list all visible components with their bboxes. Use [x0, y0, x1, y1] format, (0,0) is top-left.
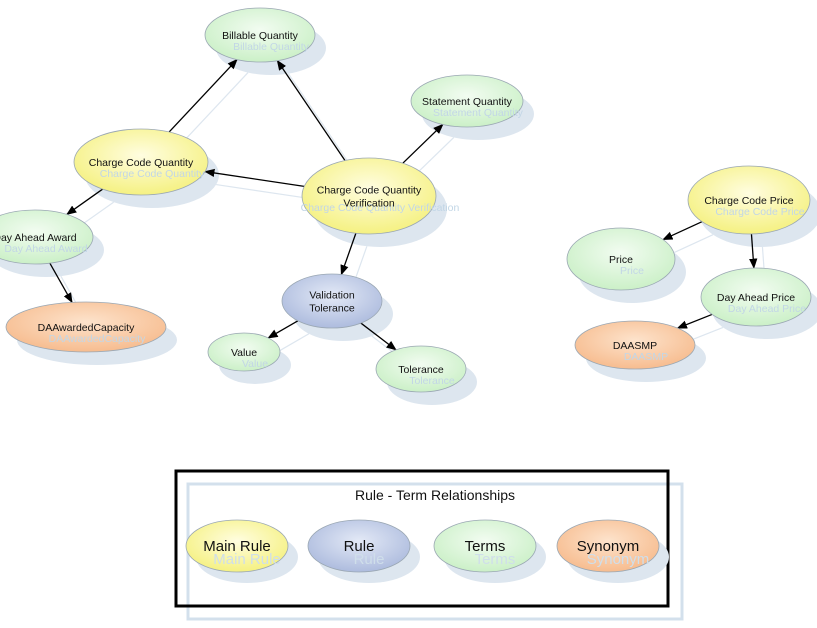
legend-ghost-label: Synonym	[587, 551, 650, 568]
node-label-da_awarded_capacity: DAAwardedCapacity	[38, 322, 135, 334]
edge-charge_code_price-to-price	[662, 221, 703, 241]
edge-shadow-charge_code_price-price	[673, 234, 714, 254]
edge-charge_code_price-to-day_ahead_price	[749, 233, 758, 270]
node-label-price: Price	[609, 254, 633, 266]
node-label-value: Value	[231, 347, 257, 359]
edge-cc_quantity_verification-to-billable_quantity	[276, 59, 346, 161]
edge-day_ahead_award-to-da_awarded_capacity	[49, 262, 73, 304]
node-ghost-label-tolerance: Tolerance	[409, 375, 455, 387]
edge-cc_quantity_verification-to-charge_code_quantity	[204, 168, 305, 187]
node-ellipse-price	[566, 227, 676, 291]
legend: Rule - Term Relationships Main RuleMain …	[174, 469, 684, 621]
node-ghost-label-value: Value	[242, 358, 268, 370]
legend-ghost-label: Rule	[354, 551, 385, 568]
node-label-daasmp: DAASMP	[613, 340, 657, 352]
node-ghost-label-price: Price	[620, 265, 644, 277]
node-label-statement_quantity: Statement Quantity	[422, 96, 513, 108]
node-ghost-label-statement_quantity: Statement Quantity	[433, 107, 524, 119]
legend-label-rule: Rule	[344, 538, 375, 555]
edge-shadow-validation_tolerance-value	[278, 333, 310, 352]
node-ghost-label-day_ahead_price: Day Ahead Price	[728, 303, 806, 315]
edge-cc_quantity_verification-to-statement_quantity	[402, 123, 444, 164]
edge-day_ahead_price-to-daasmp	[676, 313, 713, 329]
node-ellipse-value	[207, 332, 281, 372]
node-label-validation_tolerance-2: Tolerance	[309, 303, 355, 315]
edge-validation_tolerance-to-tolerance	[360, 322, 397, 351]
node-ghost-label-day_ahead_award: Day Ahead Award	[4, 243, 87, 255]
legend-swatch-synonym	[556, 519, 660, 573]
node-cc_quantity_verification[interactable]: Charge Code Quantity VerificationCharge …	[301, 157, 460, 235]
node-ghost-label-cc_quantity_verification: Charge Code Quantity Verification	[301, 202, 460, 214]
legend-ghost-label: Terms	[475, 551, 516, 568]
node-label-billable_quantity: Billable Quantity	[222, 30, 299, 42]
legend-label-main-rule: Main Rule	[203, 538, 271, 555]
node-ellipse-charge_code_quantity	[73, 128, 209, 196]
node-label-tolerance: Tolerance	[398, 364, 444, 376]
node-label-day_ahead_award: Day Ahead Award	[0, 232, 77, 244]
node-ellipse-tolerance	[375, 345, 467, 393]
node-label-day_ahead_price: Day Ahead Price	[717, 292, 795, 304]
node-ghost-label-daasmp: DAASMP	[624, 351, 668, 363]
node-label-validation_tolerance-1: Validation	[309, 290, 354, 302]
node-label-cc_quantity_verification-2: Verification	[343, 198, 395, 210]
legend-swatch-main-rule	[185, 519, 289, 573]
node-ellipse-validation_tolerance	[281, 273, 383, 329]
node-ellipse-daasmp	[574, 320, 696, 370]
node-ghost-label-billable_quantity: Billable Quantity	[233, 41, 310, 53]
edge-charge_code_quantity-to-billable_quantity	[168, 58, 238, 133]
node-ghost-label-da_awarded_capacity: DAAwardedCapacity	[49, 333, 146, 345]
node-ellipse-charge_code_price	[687, 165, 811, 235]
node-ellipse-statement_quantity	[410, 74, 524, 128]
edge-shadow-cc_quantity_verification-charge_code_quantity	[216, 183, 316, 200]
edge-cc_quantity_verification-to-validation_tolerance	[340, 233, 357, 276]
edge-shadow-day_ahead_price-daasmp	[688, 326, 724, 342]
node-ellipse-cc_quantity_verification	[301, 157, 437, 235]
node-ghost-label-charge_code_price: Charge Code Price	[715, 206, 804, 218]
legend-title: Rule - Term Relationships	[355, 487, 515, 503]
legend-label-synonym: Synonym	[577, 538, 640, 555]
node-ellipse-day_ahead_award	[0, 209, 94, 265]
node-ghost-label-charge_code_quantity: Charge Code Quantity	[100, 168, 205, 180]
legend-swatch-term	[433, 519, 537, 573]
node-ellipse-da_awarded_capacity	[5, 301, 167, 353]
node-ellipse-day_ahead_price	[700, 267, 812, 327]
edge-shadow-cc_quantity_verification-statement_quantity	[413, 137, 455, 177]
edge-shadow-charge_code_quantity-billable_quantity	[179, 72, 249, 146]
node-label-charge_code_quantity: Charge Code Quantity	[89, 157, 194, 169]
legend-swatch-rule	[307, 519, 411, 573]
edge-shadow-cc_quantity_verification-billable_quantity	[287, 73, 357, 174]
legend-frame	[174, 469, 670, 608]
legend-ghost-label: Main Rule	[213, 551, 281, 568]
node-ellipse-billable_quantity	[204, 7, 316, 63]
node-label-charge_code_price: Charge Code Price	[704, 195, 793, 207]
node-label-cc_quantity_verification-1: Charge Code Quantity	[317, 185, 422, 197]
edge-validation_tolerance-to-value	[267, 320, 299, 339]
edge-charge_code_quantity-to-day_ahead_award	[66, 188, 104, 216]
legend-label-term: Terms	[465, 538, 506, 555]
